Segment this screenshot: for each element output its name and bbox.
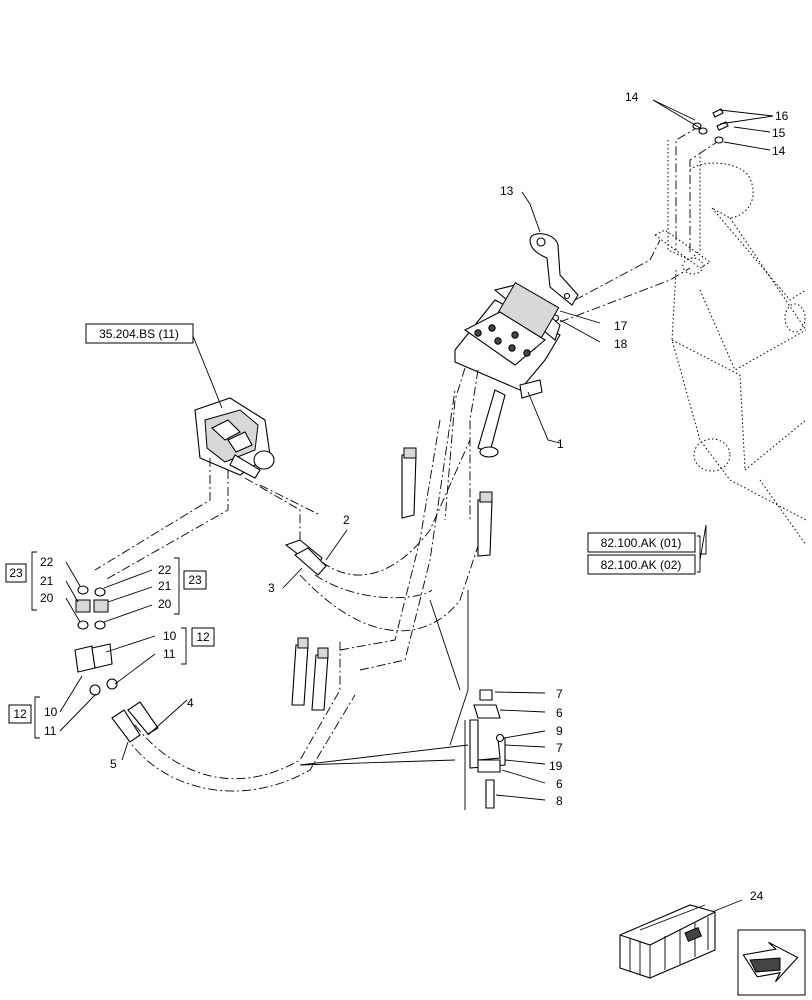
hose-assembly [111, 389, 493, 792]
svg-text:23: 23 [9, 566, 23, 580]
callout-numbers: 1 2 3 4 5 6 6 7 7 8 9 10 10 11 11 13 14 … [40, 90, 789, 903]
svg-text:12: 12 [13, 707, 27, 721]
callout-5: 5 [110, 757, 117, 771]
reference-box-frame-2[interactable]: 82.100.AK (02) [587, 554, 696, 575]
callout-21-b: 21 [158, 579, 172, 593]
callout-11-b: 11 [44, 724, 57, 738]
crate-icon [619, 904, 716, 979]
kit-box-23-left[interactable]: 23 [5, 563, 27, 583]
reference-valve-label: 35.204.BS (11) [99, 327, 179, 341]
callout-8: 8 [556, 794, 563, 808]
callout-7: 7 [556, 687, 563, 701]
callout-22: 22 [40, 555, 54, 569]
callout-7-b: 7 [556, 741, 563, 755]
reference-frame-1-label: 82.100.AK (01) [601, 536, 682, 550]
reference-box-valve[interactable]: 35.204.BS (11) [85, 323, 194, 344]
kit-box-12-right[interactable]: 12 [191, 627, 215, 647]
callout-22-b: 22 [158, 563, 172, 577]
svg-text:12: 12 [196, 630, 210, 644]
callout-6-b: 6 [556, 777, 563, 791]
control-valve [94, 397, 321, 581]
callout-9: 9 [556, 724, 563, 738]
joystick-control [444, 282, 561, 521]
callout-1: 1 [557, 437, 564, 451]
callout-3: 3 [268, 581, 275, 595]
callout-2: 2 [343, 513, 350, 527]
callout-10: 10 [163, 629, 177, 643]
callout-24: 24 [750, 889, 764, 903]
reference-frame-2-label: 82.100.AK (02) [601, 558, 682, 572]
callout-4: 4 [187, 696, 194, 710]
callout-20: 20 [40, 591, 54, 605]
loader-frame [654, 140, 807, 546]
callout-6: 6 [556, 706, 563, 720]
next-page-arrow-icon[interactable] [737, 929, 806, 996]
kit-box-12-left[interactable]: 12 [8, 704, 32, 724]
callout-20-b: 20 [158, 597, 172, 611]
callout-17: 17 [614, 319, 628, 333]
callout-14-b: 14 [772, 144, 786, 158]
reference-box-frame-1[interactable]: 82.100.AK (01) [587, 532, 696, 553]
bolt-set-top [675, 108, 729, 255]
callout-16: 16 [775, 109, 789, 123]
svg-text:23: 23 [188, 573, 202, 587]
callout-13: 13 [500, 184, 514, 198]
fitting-group-left [74, 585, 118, 696]
callout-19: 19 [549, 759, 563, 773]
callout-15: 15 [772, 126, 786, 140]
callout-10-b: 10 [44, 705, 58, 719]
callout-14: 14 [625, 90, 639, 104]
leader-lines [59, 99, 774, 913]
kit-box-23-right[interactable]: 23 [183, 570, 207, 590]
callout-11: 11 [163, 647, 176, 661]
clamp-assembly [464, 689, 506, 810]
callout-18: 18 [614, 337, 628, 351]
callout-21: 21 [40, 574, 54, 588]
